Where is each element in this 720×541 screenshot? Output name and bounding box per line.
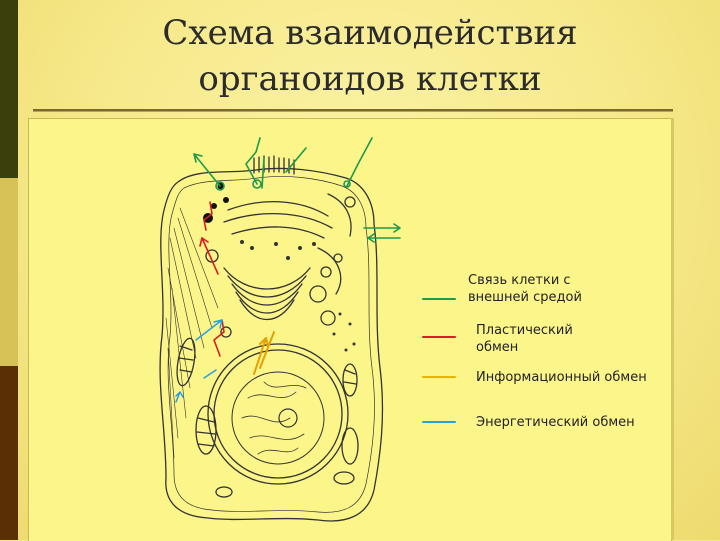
legend-energy-label: Энергетический обмен: [476, 415, 635, 430]
legend-external-line2: внешней средой: [468, 290, 582, 305]
legend-information-label: Информационный обмен: [476, 370, 647, 385]
nucleus: [208, 344, 348, 484]
legend-external-line1: Связь клетки с: [468, 273, 571, 288]
legend-plastic-line1: Пластический: [476, 323, 573, 338]
left-bar-bottom-segment: [0, 366, 18, 540]
vesicles: [206, 197, 355, 337]
title-line-2: органоидов клетки: [198, 59, 541, 99]
external-exchange-arrows: [194, 138, 400, 242]
title-underline: [33, 109, 673, 112]
mitochondria: [174, 337, 358, 464]
left-bar-top-segment: [0, 0, 18, 178]
legend-external: Связь клетки с внешней средой: [468, 272, 582, 306]
cell-diagram: [28, 118, 670, 540]
golgi-apparatus: [224, 268, 310, 320]
panel-right-edge: [671, 118, 674, 540]
legend-energy: Энергетический обмен: [476, 414, 635, 431]
title-line-1: Схема взаимодействия: [162, 13, 577, 53]
plastic-exchange-arrows: [200, 202, 224, 356]
left-accent-bar: [0, 0, 18, 540]
vacuoles: [216, 472, 354, 497]
endoplasmic-reticulum: [224, 194, 351, 294]
legend-plastic-line2: обмен: [476, 340, 518, 355]
left-bar-middle-segment: [0, 178, 18, 366]
legend-plastic: Пластический обмен: [476, 322, 573, 356]
legend-information: Информационный обмен: [476, 369, 647, 386]
microvilli: [254, 156, 294, 174]
slide-title: Схема взаимодействия органоидов клетки: [120, 10, 620, 102]
